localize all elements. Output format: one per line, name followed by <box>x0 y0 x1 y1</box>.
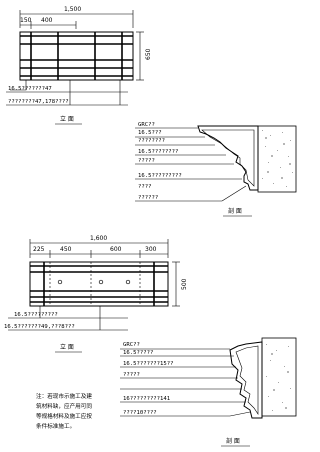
bottom-elevation: 1,600 225 450 600 300 500 16.5????????? <box>4 235 188 353</box>
dim-c-bottom: 600 <box>110 246 122 253</box>
top-elevation: 1,500 150 400 650 16.5???????47 ????????… <box>6 6 152 125</box>
view-title-top-section: 剖 面 <box>228 207 242 215</box>
callout-2-top: ????????47,178???? <box>8 99 69 105</box>
callout-2-bottom: 16.5???????49,???8??? <box>4 324 75 330</box>
section-bottom-label-6: ????10???? <box>123 410 157 416</box>
section-top-label-6: 16.5????????? <box>138 173 182 179</box>
dim-a-bottom: 225 <box>33 246 45 253</box>
view-title-bottom-elevation: 立 面 <box>60 343 74 351</box>
dim-height-top: 650 <box>145 48 152 60</box>
view-title-top-elevation: 立 面 <box>60 115 74 123</box>
section-bottom-label-4: ????? <box>123 372 140 378</box>
dim-total-bottom: 1,600 <box>90 235 107 242</box>
dim-d-bottom: 300 <box>145 246 157 253</box>
note-line-4: 条件标准施工。 <box>36 422 75 430</box>
section-top-label-4: 16.5???????? <box>138 149 178 155</box>
section-top-label-8: ?????? <box>138 195 158 201</box>
section-bottom-label-1: GRC?? <box>123 342 140 348</box>
section-top-label-5: ????? <box>138 158 155 164</box>
section-bottom-label-3: 16.5???????15?? <box>123 361 174 367</box>
note-line-3: 等规格材料及施工应按 <box>36 412 92 420</box>
section-top-label-7: ???? <box>138 184 151 190</box>
dim-b-top: 400 <box>41 17 53 24</box>
section-bottom-label-2: 16.5????? <box>123 350 153 356</box>
bottom-section: GRC?? 16.5????? 16.5???????15?? ????? 16… <box>120 337 297 447</box>
callout-1-top: 16.5???????47 <box>8 86 52 92</box>
dim-total-top: 1,500 <box>64 6 81 13</box>
callout-1-bottom: 16.5????????? <box>14 312 58 318</box>
note-line-1: 注：若现市示施工及建 <box>36 392 92 400</box>
construction-note: 注：若现市示施工及建 筑材料缺，应产用可同 等规格材料及施工应按 条件标准施工。 <box>36 392 92 430</box>
top-section: GRC?? 16.5??? ???????? 16.5???????? ????… <box>135 122 297 217</box>
section-bottom-label-5: 16?????????141 <box>123 396 170 402</box>
section-top-label-3: ???????? <box>138 138 165 144</box>
note-line-2: 筑材料缺，应产用可同 <box>36 402 92 410</box>
construction-drawing: 1,500 150 400 650 16.5???????47 ????????… <box>4 6 297 447</box>
view-title-bottom-section: 剖 面 <box>226 437 240 445</box>
dim-height-bottom: 500 <box>181 278 188 290</box>
section-top-label-2: 16.5??? <box>138 130 162 136</box>
dim-a-top: 150 <box>20 17 32 24</box>
dim-b-bottom: 450 <box>60 246 72 253</box>
section-top-label-1: GRC?? <box>138 122 155 128</box>
